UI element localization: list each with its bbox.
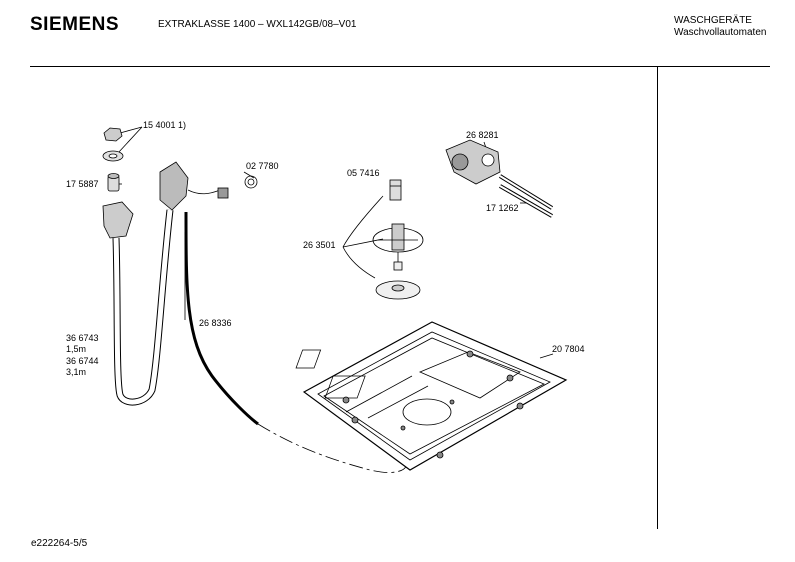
category-label: WASCHGERÄTE [674, 15, 752, 26]
part-label-hose-a-number: 36 6743 [66, 333, 99, 343]
plug-part [389, 179, 402, 201]
part-label-hose-b-length: 3,1m [66, 367, 87, 377]
model-title: EXTRAKLASSE 1400 – WXL142GB/08–V01 [158, 19, 357, 30]
subcategory-label: Waschvollautomaten [674, 27, 767, 38]
washer-part [244, 175, 258, 189]
part-label-inlet-valve: 26 8281 [466, 130, 499, 140]
base-tray-part [295, 321, 568, 471]
part-label-connector: 17 5887 [66, 179, 99, 189]
part-label-base-tray: 20 7804 [552, 344, 585, 354]
brand-logo: SIEMENS [30, 14, 120, 35]
part-label-hose-a-length: 1,5m [66, 344, 87, 354]
margin-divider [657, 66, 658, 529]
part-label-plug: 05 7416 [347, 168, 380, 178]
rods-part [498, 174, 554, 218]
part-label-nut-cap: 15 4001 1) [143, 120, 187, 130]
header-divider [30, 66, 770, 67]
drain-hose-part [184, 211, 407, 473]
valve-group-part [372, 223, 424, 300]
part-label-valve-group: 26 3501 [303, 240, 336, 250]
part-label-rods: 17 1262 [486, 203, 519, 213]
inlet-hose-part [102, 161, 229, 406]
connector-part [107, 173, 120, 192]
inlet-valve-part [445, 139, 501, 185]
part-label-hose-b-number: 36 6744 [66, 356, 99, 366]
nut-cap-part [102, 127, 124, 162]
part-label-drain-hose: 26 8336 [199, 318, 232, 328]
part-label-washer: 02 7780 [246, 161, 279, 171]
drawing-id: e222264-5/5 [31, 538, 88, 549]
